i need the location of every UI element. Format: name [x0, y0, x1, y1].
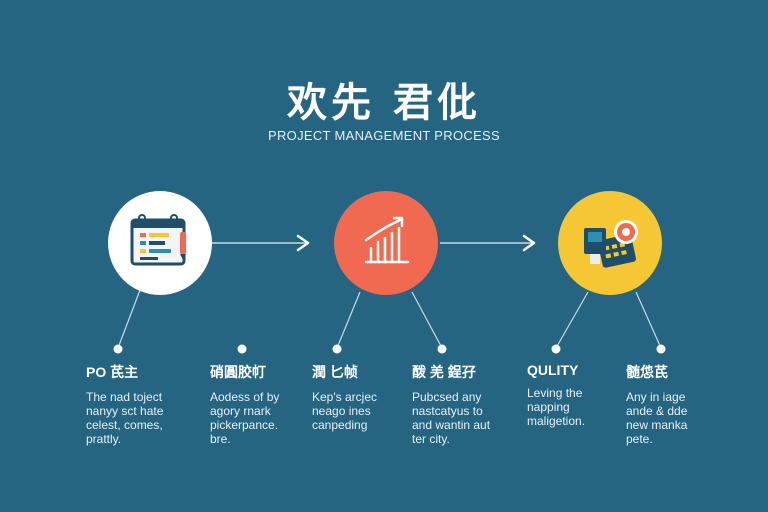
stage-label: PO 芪主	[86, 364, 139, 380]
stage-dots	[113, 344, 666, 354]
stage-4: 酦 羌 鋥孖 Pubcsed any nastcatyus to and wan…	[412, 362, 512, 446]
stage-description: Aodess of by agory rnark pickerpance. br…	[210, 390, 280, 446]
stage-description: Pubcsed any nastcatyus to and wantin aut…	[412, 390, 491, 446]
stage-label: 潤 匕帧	[312, 364, 358, 380]
calculator-tools-icon	[584, 220, 638, 268]
page-subtitle: PROJECT MANAGEMENT PROCESS	[268, 128, 500, 143]
node-planning	[108, 191, 212, 295]
clipboard-checklist-icon	[130, 214, 186, 266]
stage-3: 潤 匕帧 Kep's arcjec neago ines canpeding	[312, 362, 412, 432]
arrow-1	[212, 234, 310, 252]
stage-dot-5	[551, 344, 561, 354]
stage-6: 髄怹芪 Any in iage ande & dde new manka pet…	[626, 362, 726, 446]
stage-description: Any in iage ande & dde new manka pete.	[626, 390, 688, 446]
stage-description: Leving the napping maligetion.	[527, 386, 586, 428]
stage-5: QULITY Leving the napping maligetion.	[527, 362, 627, 428]
stage-description: Kep's arcjec neago ines canpeding	[312, 390, 377, 432]
stage-2: 硝圓胶帄 Aodess of by agory rnark pickerpanc…	[210, 362, 310, 446]
stage-label: 髄怹芪	[626, 364, 668, 380]
page-title: 欢先 君仳	[287, 80, 481, 126]
node-execution	[334, 191, 438, 295]
stage-description: The nad toject nanyy sct hate celest, co…	[86, 390, 164, 446]
stage-label: QULITY	[527, 362, 579, 378]
arrow-2	[440, 234, 536, 252]
stage-dot-6	[656, 344, 666, 354]
stage-label: 酦 羌 鋥孖	[412, 364, 476, 380]
growth-chart-icon	[364, 216, 410, 264]
stage-1: PO 芪主 The nad toject nanyy sct hate cele…	[86, 362, 186, 446]
stage-dot-1	[113, 344, 123, 354]
node-quality	[558, 191, 662, 295]
stage-dot-4	[437, 344, 447, 354]
connectors	[117, 289, 662, 349]
stage-label: 硝圓胶帄	[210, 364, 266, 380]
stage-dot-2	[237, 344, 247, 354]
stage-dot-3	[332, 344, 342, 354]
